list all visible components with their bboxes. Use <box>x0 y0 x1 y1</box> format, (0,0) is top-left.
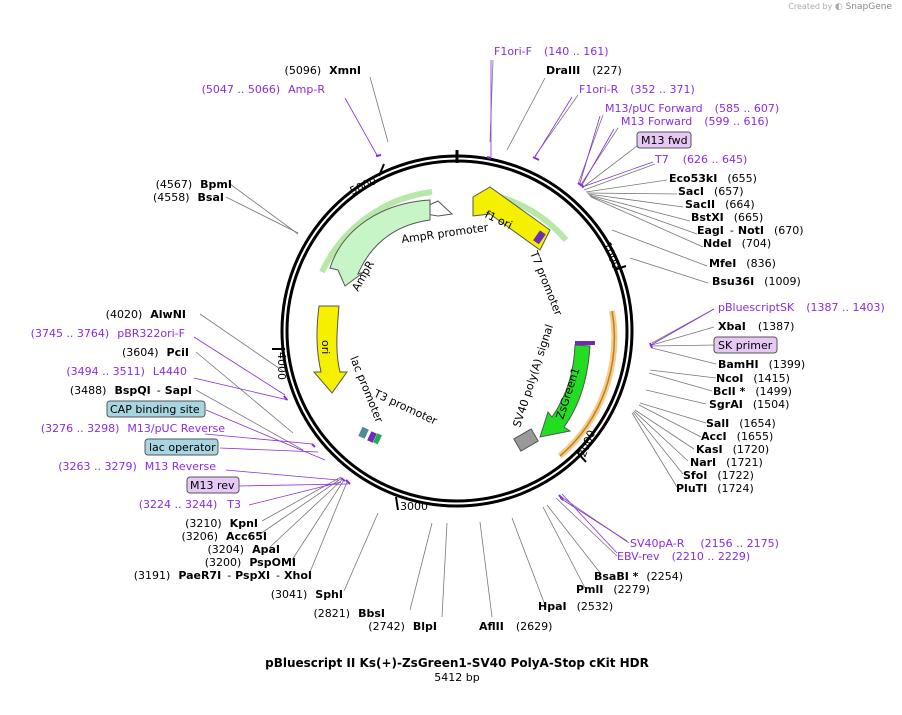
pluti-label: PluTI(1724) <box>676 482 754 495</box>
tick-label-1000: 1000 <box>600 240 623 271</box>
m13-reverse-label: (3263 .. 3279)M13 Reverse <box>58 460 216 473</box>
sk-primer-box <box>713 336 778 354</box>
m13-puc-reverse-label: (3276 .. 3298)M13/pUC Reverse <box>41 422 225 435</box>
cap-binding-site-box-label: CAP binding site <box>110 403 200 416</box>
tick-2000 <box>576 451 587 463</box>
tick-label-5000: 5000 <box>348 174 379 198</box>
pbr322ori-f-label: (3745 .. 3764)pBR322ori-F <box>31 327 185 340</box>
bcli-label: BclI *(1499) <box>713 385 792 398</box>
alwni-label: (4020)AlwNI <box>106 308 186 321</box>
kasi-label: KasI(1720) <box>696 443 769 456</box>
sk-primer-box-label: SK primer <box>718 339 773 352</box>
m13-fwd-box-label: M13 fwd <box>641 134 688 147</box>
ori-label: ori <box>319 340 332 354</box>
sv40pa-r-label: SV40pA-R(2156 .. 2175) <box>630 537 779 550</box>
tick-label-3000: 3000 <box>400 500 428 513</box>
bsai-label: (4558)BsaI <box>153 191 224 204</box>
ncoi-label: NcoI(1415) <box>716 372 790 385</box>
plasmid-size: 5412 bp <box>434 671 479 684</box>
bamhi-label: BamHI(1399) <box>718 358 805 371</box>
f1ori-r-label: F1ori-R(352 .. 371) <box>579 83 695 96</box>
eagi-noti-label: EagI-NotI(670) <box>697 224 804 237</box>
cap-binding-site-box <box>106 400 206 418</box>
sacii-label: SacII(664) <box>685 198 755 211</box>
tick-label-4000: 4000 <box>275 352 288 380</box>
zsgreen-shade-line <box>559 310 616 457</box>
eco53ki-label: Eco53kI(655) <box>669 172 757 185</box>
f1-ori-feature <box>472 186 551 251</box>
tick-3000 <box>395 496 399 511</box>
bsu36i-label: Bsu36I(1009) <box>712 275 801 288</box>
pmli-label: PmlI(2279) <box>576 583 650 596</box>
snapgene-credit: Created by ◐ SnapGene <box>788 2 892 12</box>
blpi-label: (2742)BlpI <box>368 620 437 633</box>
xmni-label: (5096)XmnI <box>285 64 361 77</box>
bsabi-label: BsaBI *(2254) <box>594 570 683 583</box>
kpni-label: (3210)KpnI <box>185 517 258 530</box>
acc65i-label: (3206)Acc65I <box>181 530 267 543</box>
lac-marker-2 <box>367 431 377 443</box>
t7-primer-label: T7(626 .. 645) <box>654 153 747 166</box>
pcii-label: (3604)PciI <box>122 346 189 359</box>
m13-rev-box <box>186 476 240 494</box>
snapgene-logo-icon: ◐ <box>834 2 843 12</box>
lac-operator-box <box>144 438 219 456</box>
saci-label: SacI(657) <box>678 185 744 198</box>
acci-label: AccI(1655) <box>701 430 773 443</box>
credit-prefix: Created by <box>788 2 833 11</box>
bbsi-label: (2821)BbsI <box>314 607 385 620</box>
sfoi-label: SfoI(1722) <box>683 469 754 482</box>
sphi-label: (3041)SphI <box>271 588 343 601</box>
m13-fwd-box <box>636 131 692 149</box>
tick-5000 <box>378 163 385 177</box>
xbai-label: XbaI(1387) <box>718 320 794 333</box>
sali-label: SalI(1654) <box>706 417 776 430</box>
bpmi-label: (4567)BpmI <box>156 178 232 191</box>
sgrai-label: SgrAI(1504) <box>709 398 789 411</box>
ampr-feature <box>329 199 431 287</box>
sv40-polya-feature <box>513 428 539 452</box>
f1ori-f-label: F1ori-F(140 .. 161) <box>494 45 609 58</box>
primer-leaders <box>193 60 715 554</box>
ampr-shade <box>319 189 433 274</box>
t7-promoter-label: T7 promoter <box>527 248 565 318</box>
m13-rev-box-label: M13 rev <box>190 479 235 492</box>
ndei-label: NdeI(704) <box>703 237 771 250</box>
bstxi-label: BstXI(665) <box>691 211 763 224</box>
backbone-inner <box>285 159 629 503</box>
l4440-label: (3494 .. 3511)L4440 <box>66 365 187 378</box>
lac-marker-3 <box>373 433 382 445</box>
amp-r-label: (5047 .. 5066)Amp-R <box>202 83 326 96</box>
primer-ticks <box>283 154 653 501</box>
aflii-label: AflII(2629) <box>479 620 552 633</box>
ori-feature <box>312 305 348 394</box>
pspomi-label: (3200)PspOMI <box>205 556 296 569</box>
pbluescriptsk-label: pBluescriptSK(1387 .. 1403) <box>718 301 885 314</box>
ampr-promoter-label: AmpR promoter <box>401 221 490 246</box>
lac-operator-box-label: lac operator <box>149 441 216 454</box>
tick-1000 <box>613 265 627 271</box>
nari-label: NarI(1721) <box>690 456 763 469</box>
paer7i-label: (3191)PaeR7I-PspXI-XhoI <box>134 569 312 582</box>
ebv-rev-label: EBV-rev(2210 .. 2229) <box>617 550 750 563</box>
m13-puc-forward-label: M13/pUC Forward(585 .. 607) <box>605 102 779 115</box>
m13-forward-label: M13 Forward(599 .. 616) <box>621 115 769 128</box>
snapgene-logo: ◐ SnapGene <box>835 2 892 12</box>
hpai-label: HpaI(2532) <box>538 600 613 613</box>
apai-label: (3204)ApaI <box>208 543 280 556</box>
zsgreen1-feature <box>539 344 591 438</box>
t7-promoter-marker <box>533 230 546 245</box>
lac-marker-1 <box>358 426 369 439</box>
draiii-label: DraIII(227) <box>546 64 622 77</box>
mfei-label: MfeI(836) <box>709 257 776 270</box>
credit-brand: SnapGene <box>845 2 892 12</box>
sk-primer-marker <box>575 341 595 345</box>
bspqi-sapi-label: (3488)BspQI-SapI <box>70 384 192 397</box>
t3-primer-label: (3224 .. 3244)T3 <box>139 498 241 511</box>
plasmid-title: pBluescript II Ks(+)-ZsGreen1-SV40 PolyA… <box>265 656 649 670</box>
